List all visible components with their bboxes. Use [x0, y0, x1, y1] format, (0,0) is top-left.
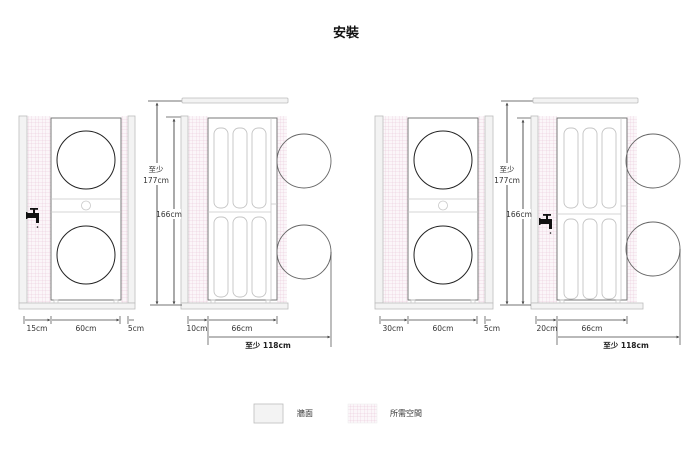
right-gap-label: 5cm	[128, 324, 144, 333]
wall-back	[180, 115, 189, 304]
wall-left	[374, 115, 384, 304]
side-panel	[601, 218, 617, 300]
wall-right	[484, 115, 494, 304]
required-space-front	[627, 116, 637, 303]
back-gap-label: 10cm	[187, 324, 208, 333]
side-panel	[251, 216, 267, 298]
front-view-2: 30cm 60cm 5cm	[374, 115, 500, 333]
dryer-door-swing-icon	[625, 133, 681, 189]
depth-label: 66cm	[582, 324, 603, 333]
page-title: 安裝	[333, 25, 360, 41]
door-clearance-label: 至少 118cm	[603, 340, 649, 350]
height-label: 166cm	[506, 210, 532, 219]
floor	[374, 302, 494, 310]
control-knob-icon	[438, 200, 448, 211]
side-panel	[563, 218, 579, 300]
dryer-door-icon	[56, 130, 116, 190]
required-space-right	[121, 116, 128, 303]
side-panel	[582, 218, 598, 300]
total-height-label: 177cm	[143, 176, 169, 185]
foot	[53, 299, 59, 304]
width-label: 60cm	[433, 324, 454, 333]
height-label: 166cm	[156, 210, 182, 219]
legend: 牆面 所需空間	[253, 403, 422, 424]
front-view-1: 15cm 60cm 5cm	[18, 115, 144, 333]
dryer-door-swing-icon	[276, 133, 332, 189]
right-gap-label: 5cm	[484, 324, 500, 333]
side-view-1: 至少 177cm 166cm 10cm 66cm 至少 118cm	[143, 97, 332, 350]
foot	[113, 299, 119, 304]
side-panel	[563, 127, 579, 209]
legend-required-space-label: 所需空間	[390, 408, 422, 418]
back-gap-label: 20cm	[537, 324, 558, 333]
side-panel	[232, 216, 248, 298]
side-panel	[601, 127, 617, 209]
door-clearance-label: 至少 118cm	[245, 340, 291, 350]
control-knob-icon	[81, 200, 91, 211]
required-space-front	[277, 116, 287, 303]
ceiling-shelf	[532, 97, 639, 104]
width-label: 60cm	[76, 324, 97, 333]
left-gap-label: 30cm	[383, 324, 404, 333]
legend-wall-swatch	[253, 403, 284, 424]
required-space-back	[188, 116, 208, 303]
required-space-left	[383, 116, 408, 303]
wall-back	[530, 115, 539, 304]
side-view-2: 至少 177cm 166cm 20cm 66cm 至少 118cm	[494, 97, 681, 350]
legend-required-space-swatch	[347, 403, 378, 424]
floor	[530, 302, 644, 310]
required-space-back	[538, 116, 557, 303]
dryer-door-icon	[413, 130, 473, 190]
side-panel	[232, 127, 248, 209]
depth-label: 66cm	[232, 324, 253, 333]
floor	[180, 302, 289, 310]
wall-left	[18, 115, 28, 304]
ceiling-shelf	[181, 97, 289, 104]
wall-right	[127, 115, 136, 304]
required-space-right	[478, 116, 485, 303]
side-panel	[582, 127, 598, 209]
washer-door-icon	[413, 225, 473, 285]
side-panel	[213, 216, 229, 298]
side-panel	[213, 127, 229, 209]
total-height-label: 177cm	[494, 176, 520, 185]
side-panel	[251, 127, 267, 209]
legend-wall-label: 牆面	[297, 408, 313, 418]
left-gap-label: 15cm	[27, 324, 48, 333]
floor	[18, 302, 136, 310]
stacked-washer-dryer-front	[407, 117, 479, 301]
min-label: 至少	[149, 165, 164, 174]
min-label: 至少	[500, 165, 515, 174]
stacked-washer-dryer-front	[50, 117, 122, 301]
washer-door-icon	[56, 225, 116, 285]
